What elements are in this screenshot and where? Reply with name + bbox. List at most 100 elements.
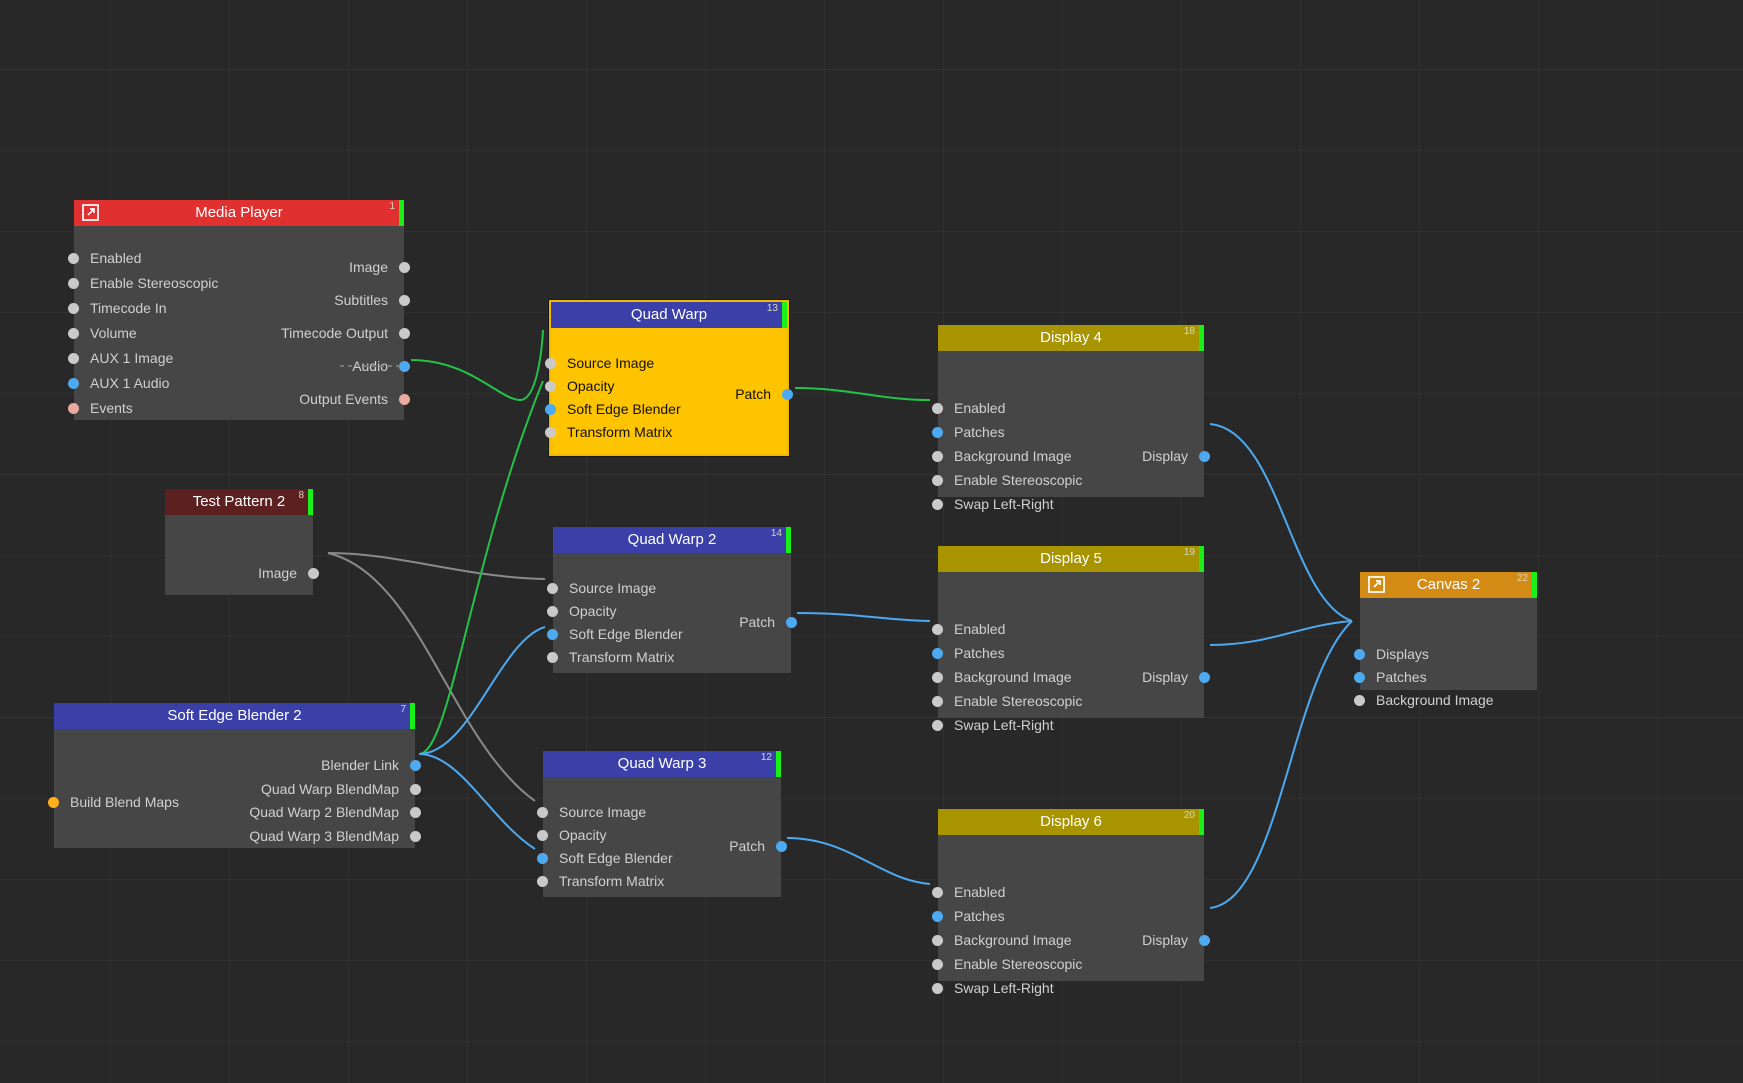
port-dot-icon[interactable]: [932, 934, 943, 946]
input-port-patches[interactable]: Patches: [932, 908, 1005, 924]
port-dot-icon[interactable]: [399, 327, 410, 339]
input-port-enable-stereoscopic[interactable]: Enable Stereoscopic: [932, 693, 1082, 709]
wire-quad-warp-3-patch[interactable]: [786, 837, 931, 885]
output-port-display[interactable]: Display: [1142, 932, 1210, 948]
port-dot-icon[interactable]: [932, 402, 943, 414]
output-port-image[interactable]: Image: [349, 259, 410, 275]
port-dot-icon[interactable]: [547, 651, 558, 663]
input-port-aux-1-audio[interactable]: AUX 1 Audio: [68, 375, 169, 391]
wire-test-pattern-2-image[interactable]: [327, 552, 546, 580]
port-dot-icon[interactable]: [399, 360, 410, 372]
port-dot-icon[interactable]: [547, 605, 558, 617]
port-dot-icon[interactable]: [776, 840, 787, 852]
output-port-patch[interactable]: Patch: [735, 386, 793, 402]
port-dot-icon[interactable]: [537, 875, 548, 887]
port-dot-icon[interactable]: [1199, 671, 1210, 683]
port-dot-icon[interactable]: [932, 695, 943, 707]
port-dot-icon[interactable]: [545, 426, 556, 438]
node-title-bar-quad-warp[interactable]: Quad Warp 13: [551, 302, 787, 328]
port-dot-icon[interactable]: [537, 806, 548, 818]
wire-soft-edge-blender-2-blender-link[interactable]: [418, 626, 546, 755]
wire-display-5-display[interactable]: [1209, 620, 1353, 646]
input-port-volume[interactable]: Volume: [68, 325, 137, 341]
input-port-displays[interactable]: Displays: [1354, 646, 1429, 662]
input-port-build-blend-maps[interactable]: Build Blend Maps: [48, 794, 179, 810]
port-dot-icon[interactable]: [932, 623, 943, 635]
input-port-enable-stereoscopic[interactable]: Enable Stereoscopic: [932, 472, 1082, 488]
input-port-enabled[interactable]: Enabled: [932, 621, 1005, 637]
node-test-pattern-2[interactable]: Test Pattern 2 8 Image: [165, 489, 319, 595]
port-dot-icon[interactable]: [782, 388, 793, 400]
port-dot-icon[interactable]: [932, 671, 943, 683]
wire-quad-warp-patch[interactable]: [794, 387, 931, 401]
input-port-soft-edge-blender[interactable]: Soft Edge Blender: [537, 850, 673, 866]
output-port-quad-warp-blendmap[interactable]: Quad Warp BlendMap: [261, 781, 421, 797]
port-dot-icon[interactable]: [932, 886, 943, 898]
input-port-opacity[interactable]: Opacity: [547, 603, 616, 619]
port-dot-icon[interactable]: [1354, 694, 1365, 706]
port-dot-icon[interactable]: [410, 783, 421, 795]
output-port-subtitles[interactable]: Subtitles: [334, 292, 410, 308]
port-dot-icon[interactable]: [68, 252, 79, 264]
port-dot-icon[interactable]: [547, 628, 558, 640]
port-dot-icon[interactable]: [932, 647, 943, 659]
node-title-bar-soft-edge-blender-2[interactable]: Soft Edge Blender 2 7: [54, 703, 415, 729]
node-title-bar-display-6[interactable]: Display 6 20: [938, 809, 1204, 835]
port-dot-icon[interactable]: [932, 474, 943, 486]
port-dot-icon[interactable]: [786, 616, 797, 628]
input-port-transform-matrix[interactable]: Transform Matrix: [537, 873, 664, 889]
port-dot-icon[interactable]: [932, 426, 943, 438]
input-port-swap-left-right[interactable]: Swap Left-Right: [932, 980, 1054, 996]
port-dot-icon[interactable]: [410, 806, 421, 818]
input-port-enable-stereoscopic[interactable]: Enable Stereoscopic: [68, 275, 218, 291]
port-dot-icon[interactable]: [68, 277, 79, 289]
port-dot-icon[interactable]: [399, 294, 410, 306]
node-title-bar-display-5[interactable]: Display 5 19: [938, 546, 1204, 572]
port-dot-icon[interactable]: [68, 402, 79, 414]
port-dot-icon[interactable]: [1354, 648, 1365, 660]
input-port-background-image[interactable]: Background Image: [932, 669, 1072, 685]
port-dot-icon[interactable]: [308, 567, 319, 579]
port-dot-icon[interactable]: [537, 829, 548, 841]
input-port-transform-matrix[interactable]: Transform Matrix: [547, 649, 674, 665]
node-title-bar-quad-warp-3[interactable]: Quad Warp 3 12: [543, 751, 781, 777]
input-port-source-image[interactable]: Source Image: [537, 804, 646, 820]
input-port-source-image[interactable]: Source Image: [545, 355, 654, 371]
open-external-icon[interactable]: [82, 204, 99, 221]
node-title-bar-test-pattern-2[interactable]: Test Pattern 2 8: [165, 489, 313, 515]
output-port-output-events[interactable]: Output Events: [299, 391, 410, 407]
input-port-enabled[interactable]: Enabled: [68, 250, 141, 266]
port-dot-icon[interactable]: [1199, 450, 1210, 462]
output-port-timecode-output[interactable]: Timecode Output: [281, 325, 410, 341]
port-dot-icon[interactable]: [932, 982, 943, 994]
port-dot-icon[interactable]: [410, 759, 421, 771]
port-dot-icon[interactable]: [545, 403, 556, 415]
input-port-source-image[interactable]: Source Image: [547, 580, 656, 596]
port-dot-icon[interactable]: [545, 380, 556, 392]
port-dot-icon[interactable]: [932, 958, 943, 970]
node-title-bar-quad-warp-2[interactable]: Quad Warp 2 14: [553, 527, 791, 553]
node-title-bar-display-4[interactable]: Display 4 18: [938, 325, 1204, 351]
output-port-patch[interactable]: Patch: [729, 838, 787, 854]
output-port-quad-warp-3-blendmap[interactable]: Quad Warp 3 BlendMap: [249, 828, 421, 844]
port-dot-icon[interactable]: [1199, 934, 1210, 946]
port-dot-icon[interactable]: [932, 910, 943, 922]
input-port-opacity[interactable]: Opacity: [545, 378, 614, 394]
wire-media-player-audio[interactable]: [410, 329, 544, 402]
input-port-opacity[interactable]: Opacity: [537, 827, 606, 843]
port-dot-icon[interactable]: [68, 352, 79, 364]
output-port-display[interactable]: Display: [1142, 669, 1210, 685]
input-port-swap-left-right[interactable]: Swap Left-Right: [932, 717, 1054, 733]
port-dot-icon[interactable]: [68, 302, 79, 314]
wire-display-6-display[interactable]: [1209, 620, 1353, 909]
port-dot-icon[interactable]: [932, 719, 943, 731]
input-port-soft-edge-blender[interactable]: Soft Edge Blender: [545, 401, 681, 417]
